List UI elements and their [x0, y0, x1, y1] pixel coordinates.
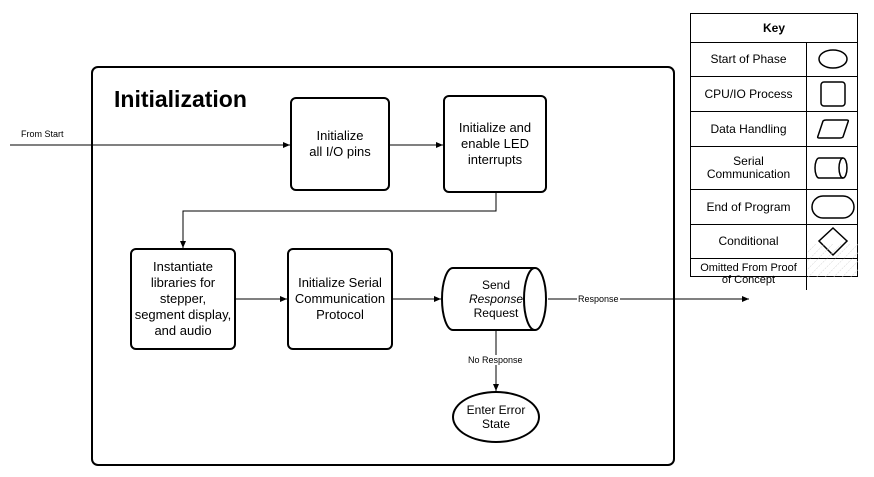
send-line-1: Send — [481, 278, 510, 292]
step-enter-error-state[interactable]: Enter Error State — [452, 391, 540, 443]
key-row-omitted: Omitted From Proof of Concept — [691, 258, 857, 290]
key-row-start-of-phase: Start of Phase — [691, 43, 857, 77]
step-instantiate-libraries[interactable]: Instantiate libraries for stepper, segme… — [130, 248, 236, 350]
key-label: Data Handling — [710, 121, 787, 136]
hatched-box-icon — [807, 244, 858, 277]
edge-label-from-start: From Start — [20, 129, 65, 139]
step-label: Instantiate libraries for stepper, segme… — [134, 259, 232, 338]
key-row-data-handling: Data Handling — [691, 112, 857, 147]
key-row-conditional: Conditional — [691, 225, 857, 259]
stadium-icon — [811, 195, 855, 219]
step-label: Enter Error State — [466, 403, 526, 431]
edge-label-no-response: No Response — [467, 355, 524, 365]
key-title: Key — [691, 14, 857, 43]
step-initialize-serial[interactable]: Initialize Serial Communication Protocol — [287, 248, 393, 350]
step-label: Initialize Serial Communication Protocol — [294, 275, 386, 322]
key-label: CPU/IO Process — [704, 86, 793, 101]
parallelogram-icon — [816, 119, 850, 139]
send-line-3: Request — [473, 306, 519, 320]
edge-led-to-libraries — [180, 193, 497, 248]
legend-key: Key Start of Phase CPU/IO Process Data H… — [690, 13, 858, 290]
phase-title: Initialization — [114, 86, 247, 112]
key-row-cpu-io-process: CPU/IO Process — [691, 77, 857, 112]
key-label: Serial Communication — [706, 154, 791, 181]
key-label: Start of Phase — [710, 52, 787, 66]
initialization-phase-frame — [91, 66, 675, 466]
key-label: Omitted From Proof of Concept — [700, 262, 797, 286]
step-initialize-led-interrupts[interactable]: Initialize and enable LED interrupts — [443, 95, 547, 193]
ellipse-icon — [818, 49, 848, 69]
step-label: Initialize all I/O pins — [309, 128, 371, 159]
step-label: Initialize and enable LED interrupts — [458, 120, 532, 167]
rounded-rectangle-icon — [820, 81, 846, 107]
send-line-2: Response — [468, 292, 524, 306]
cylinder-icon — [814, 157, 848, 179]
step-initialize-io[interactable]: Initialize all I/O pins — [290, 97, 390, 191]
step-send-response-request: Send Response Request — [451, 268, 541, 330]
edge-label-response: Response — [577, 294, 620, 304]
key-row-end-of-program: End of Program — [691, 190, 857, 225]
step-send-response-request-shape[interactable] — [440, 266, 552, 332]
key-label: Conditional — [718, 234, 779, 248]
key-label: End of Program — [706, 199, 791, 214]
key-row-serial-communication: Serial Communication — [691, 147, 857, 190]
